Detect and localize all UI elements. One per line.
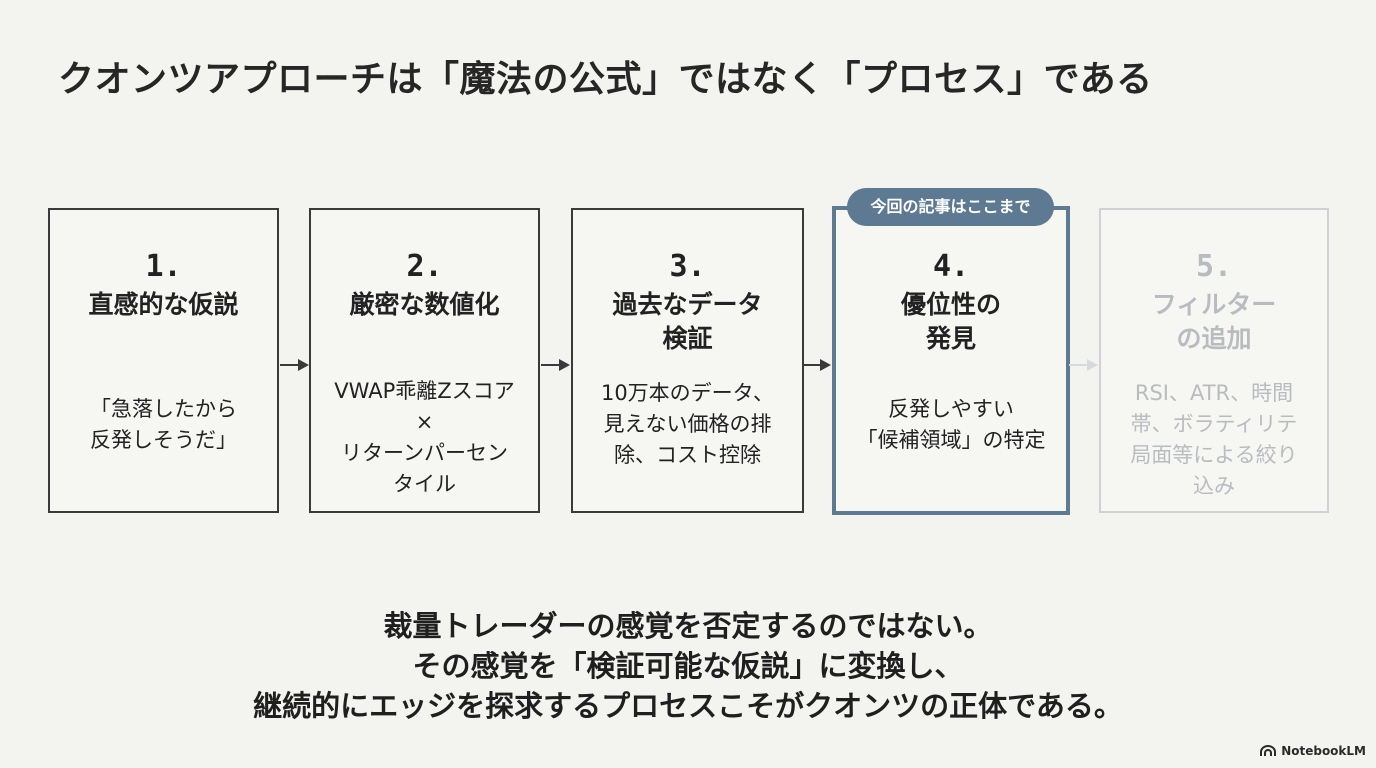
arrow-right-icon xyxy=(280,359,309,371)
step-title: 優位性の 発見 xyxy=(900,290,1001,353)
step-description: 反発しやすい 「候補領域」の特定 xyxy=(856,397,1046,452)
step-1-card: 1. 直感的な仮説 「急落したから 反発しそうだ」 xyxy=(48,208,279,513)
brand-watermark: NotebookLM xyxy=(1260,744,1366,758)
step-title: 直感的な仮説 xyxy=(88,290,239,319)
scope-badge: 今回の記事はここまで xyxy=(847,188,1054,226)
step-number: 3. xyxy=(669,249,706,284)
step-number: 4. xyxy=(932,249,970,284)
step-description: 「急落したから 反発しそうだ」 xyxy=(90,397,237,452)
step-title: 過去なデータ 検証 xyxy=(612,290,763,353)
brand-label: NotebookLM xyxy=(1281,744,1366,758)
arrow-right-icon xyxy=(1069,359,1098,371)
step-description: 10万本のデータ、 見えない価格の排 除、コスト控除 xyxy=(600,381,775,467)
slide-title: クオンツアプローチは「魔法の公式」ではなく「プロセス」である xyxy=(58,59,1153,100)
step-5-card: 5. フィルター の追加 RSI、ATR、時間 帯、ボラティリテ 局面等による絞… xyxy=(1099,208,1329,513)
step-number: 5. xyxy=(1195,249,1233,284)
arrow-right-icon xyxy=(802,359,831,371)
step-3-card: 3. 過去なデータ 検証 10万本のデータ、 見えない価格の排 除、コスト控除 xyxy=(571,208,804,513)
arrow-right-icon xyxy=(541,359,570,371)
step-number: 1. xyxy=(145,249,182,284)
conclusion-text: 裁量トレーダーの感覚を否定するのではない。 その感覚を「検証可能な仮説」に変換し… xyxy=(253,609,1123,723)
notebooklm-logo-icon xyxy=(1260,745,1277,756)
step-description: RSI、ATR、時間 帯、ボラティリテ 局面等による絞り 込み xyxy=(1130,381,1298,498)
step-number: 2. xyxy=(406,249,443,284)
step-title: 厳密な数値化 xyxy=(349,290,500,319)
step-title: フィルター の追加 xyxy=(1151,290,1277,353)
step-4-card: 4. 優位性の 発見 反発しやすい 「候補領域」の特定 xyxy=(832,206,1070,515)
step-description: VWAP乖離Zスコア × リターンパーセン タイル xyxy=(334,379,515,496)
step-2-card: 2. 厳密な数値化 VWAP乖離Zスコア × リターンパーセン タイル xyxy=(309,208,540,513)
